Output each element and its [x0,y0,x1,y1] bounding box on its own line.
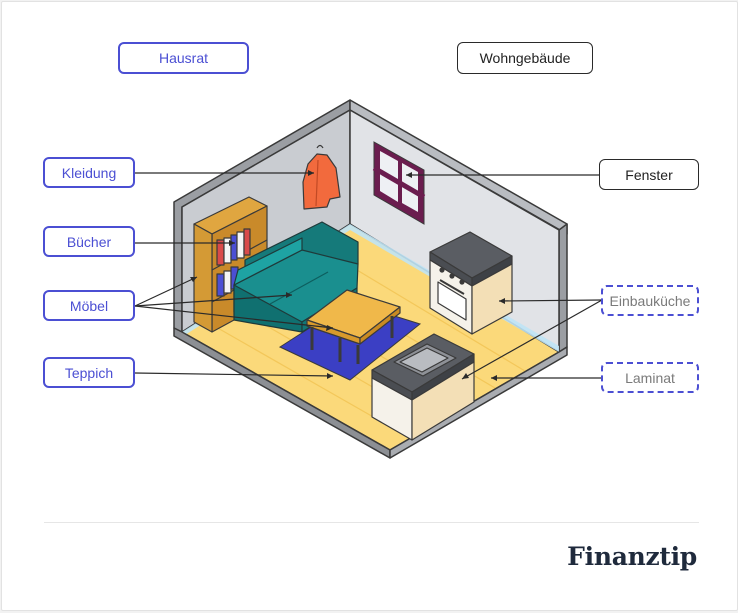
leader-arrowheads [190,170,505,381]
hausrat-label: Hausrat [118,42,249,74]
einbaukueche-label: Einbauküche [601,285,699,316]
fenster-label: Fenster [599,159,699,190]
wohngebaeude-label: Wohngebäude [457,42,593,74]
kitchen-island [371,333,475,441]
oven-cabinet [429,231,513,335]
jacket [302,144,341,210]
divider [44,522,699,523]
moebel-label: Möbel [43,290,135,321]
teppich-label: Teppich [43,357,135,388]
finanztip-logo: Finanztip [567,542,697,571]
floor-slab [173,327,568,459]
buecher-label: Bücher [43,226,135,257]
kleidung-label: Kleidung [43,157,135,188]
leader-lines [134,172,603,380]
laminat-label: Laminat [601,362,699,393]
